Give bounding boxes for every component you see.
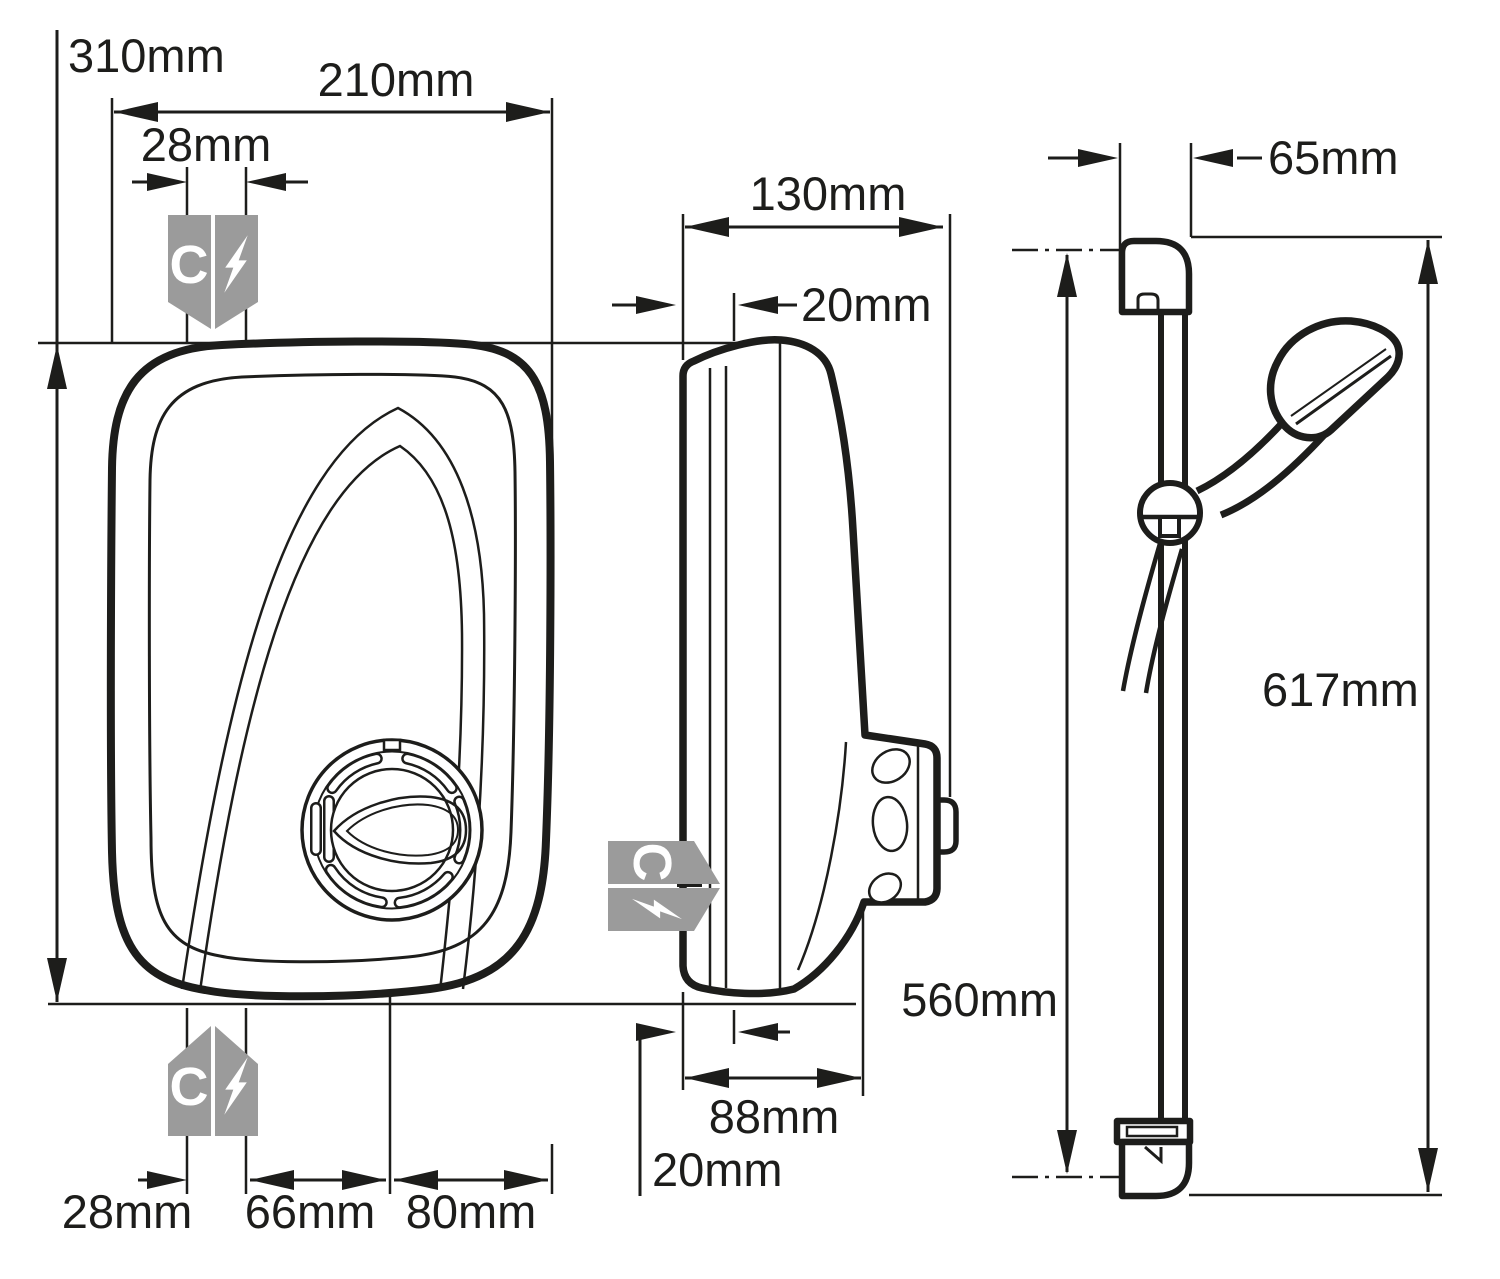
handset-handle: [1195, 418, 1287, 495]
handset-head: [1266, 317, 1403, 442]
dim-entry-bottom: 28mm: [62, 1171, 193, 1238]
dial-index-tab: [382, 738, 402, 752]
entry-bottom-label: 28mm: [62, 1185, 193, 1238]
side-body-depth-label: 88mm: [709, 1090, 840, 1143]
handset-faceplate: [1295, 354, 1392, 426]
dim-outlet-to-edge: 80mm: [394, 1170, 548, 1238]
lightning-bolt-icon: [224, 235, 248, 293]
cable-entry-icon: [168, 1026, 211, 1136]
lightning-bolt-icon: [224, 1057, 248, 1115]
shower-hose: [1143, 548, 1185, 694]
entry-badge-bottom: C: [168, 1026, 258, 1136]
dim-side-clearance-bottom: 20mm: [636, 1023, 790, 1196]
dim-rail-bracket-centres: 560mm: [901, 253, 1077, 1174]
front-height-label: 310mm: [68, 29, 225, 82]
dim-rail-length: 617mm: [1262, 240, 1438, 1192]
entry-top-label: 28mm: [141, 118, 272, 171]
entry-badge-top: C: [168, 215, 258, 329]
side-extension-lines: [681, 214, 952, 1096]
cable-entry-icon: [168, 215, 211, 329]
control-dial: [300, 738, 484, 922]
dim-side-clearance-top: 20mm: [612, 278, 932, 331]
side-profile-outline: [679, 336, 941, 998]
dim-entry-top: 28mm: [132, 118, 308, 191]
bottom-bracket-notch: [1144, 1145, 1163, 1165]
dim-rail-bracket-offset: 65mm: [1048, 131, 1399, 184]
outlet-to-edge-label: 80mm: [406, 1185, 537, 1238]
dial-grip-slots: [310, 752, 471, 909]
cable-entry-letter: C: [622, 843, 682, 882]
side-depth-label: 130mm: [750, 167, 907, 220]
front-view: 310mm 210mm 28mm: [38, 29, 856, 1238]
shower-handset: [1120, 317, 1403, 694]
dim-front-width: 210mm: [114, 53, 550, 122]
shower-hose: [1120, 539, 1164, 692]
bottom-bracket-slot: [1125, 1125, 1179, 1138]
dial-knob: [332, 795, 468, 865]
side-view: 130mm 20mm: [608, 167, 959, 1196]
riser-rail-view: 65mm: [901, 131, 1442, 1200]
outlet-spout: [934, 797, 959, 855]
side-clearance-bottom-label: 20mm: [652, 1143, 783, 1196]
cable-entry-icon: [608, 841, 720, 884]
bottom-bracket: [1118, 1138, 1193, 1200]
outlet-block-slots: [867, 748, 911, 904]
rail-length-label: 617mm: [1262, 663, 1419, 716]
lightning-bolt-icon: [632, 898, 682, 920]
rail-bracket-centres-label: 560mm: [901, 973, 1058, 1026]
slider-holder: [1137, 480, 1203, 546]
riser-rail: [1113, 237, 1194, 1200]
front-width-label: 210mm: [318, 53, 475, 106]
entry-to-outlet-label: 66mm: [245, 1185, 376, 1238]
top-bracket-notch: [1136, 292, 1160, 312]
slider-lever: [1158, 515, 1181, 538]
dim-side-depth: 130mm: [685, 167, 943, 237]
side-clearance-top-label: 20mm: [801, 278, 932, 331]
dim-entry-to-outlet: 66mm: [245, 1170, 386, 1238]
unit-inner-panel: [147, 372, 517, 964]
handset-faceplate: [1290, 348, 1387, 417]
cable-entry-letter: C: [170, 235, 209, 295]
cable-entry-letter: C: [170, 1057, 209, 1117]
rail-bracket-offset-label: 65mm: [1268, 131, 1399, 184]
handset-handle: [1219, 430, 1329, 519]
top-bracket: [1118, 237, 1193, 316]
entry-badge-side: C: [608, 841, 720, 931]
dim-side-body-depth: 88mm: [685, 1068, 861, 1143]
dim-front-height: 310mm: [47, 29, 225, 1002]
